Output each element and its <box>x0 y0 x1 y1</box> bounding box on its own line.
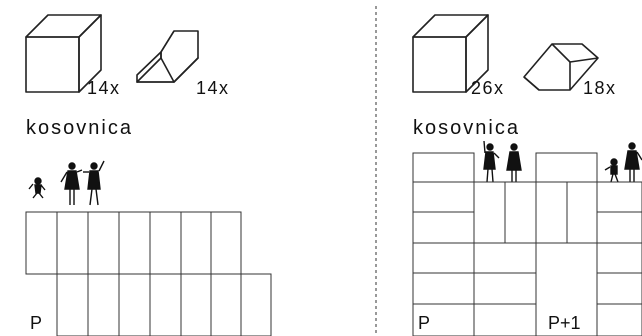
right-level-label: P <box>418 313 431 333</box>
left-wedge-count: 14x <box>196 78 230 98</box>
left-block-count: 14x <box>87 78 121 98</box>
right-level-label-2: P+1 <box>548 313 581 333</box>
right-block-count: 26x <box>471 78 505 98</box>
right-wedge-icon <box>523 43 599 91</box>
left-wall-grid <box>25 211 272 336</box>
right-wall-grid <box>412 152 642 336</box>
left-people-figures-icon <box>28 160 105 206</box>
left-wedge-icon <box>136 30 199 83</box>
right-wedge-count: 18x <box>583 78 617 98</box>
right-block-box-icon <box>412 14 489 93</box>
left-level-label: P <box>30 313 43 333</box>
left-block-box-icon <box>25 14 102 93</box>
right-people-figures-icon <box>483 140 642 183</box>
left-roof-label: kosovnica <box>26 117 133 139</box>
right-roof-label: kosovnica <box>413 117 520 139</box>
